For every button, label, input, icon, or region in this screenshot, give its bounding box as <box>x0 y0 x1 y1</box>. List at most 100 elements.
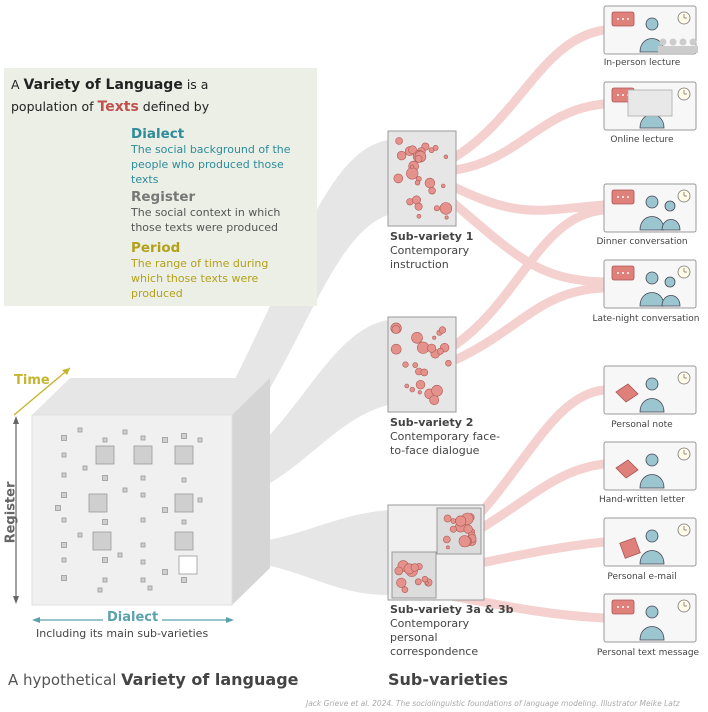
text-square <box>61 435 67 441</box>
register-frames <box>603 5 698 643</box>
text-dot <box>458 535 471 548</box>
text-square <box>95 445 115 465</box>
text-square <box>140 475 146 481</box>
text-dot <box>449 525 457 533</box>
subvariety-1-desc: Contemporary instruction <box>390 244 470 271</box>
text-dot <box>410 164 415 169</box>
text-square <box>181 577 187 583</box>
text-dot <box>404 383 410 389</box>
email-icon <box>619 537 641 559</box>
text-dot <box>442 535 451 544</box>
text-square <box>140 435 146 441</box>
subvariety-text-dots <box>390 137 477 594</box>
text-dot <box>406 167 419 180</box>
register-icon-frame <box>603 183 697 233</box>
text-dot <box>445 360 452 367</box>
text-dot <box>445 545 450 550</box>
register-icon-frame <box>603 259 697 309</box>
subvariety-2-title: Sub-variety 2 <box>390 416 474 429</box>
intro-word: A <box>11 77 20 92</box>
subvariety-2-desc: Contemporary face-to-face dialogue <box>390 430 501 457</box>
dialect-description: The social background of the people who … <box>131 143 291 186</box>
text-dot <box>441 183 446 189</box>
text-square <box>122 487 128 493</box>
text-square <box>147 585 153 591</box>
period-description: The range of time during which those tex… <box>131 257 269 300</box>
text-square <box>77 532 83 538</box>
text-dot <box>443 514 452 523</box>
text-dot <box>401 586 409 594</box>
text-square <box>174 493 194 513</box>
text-square <box>140 559 146 565</box>
register-icon-frame <box>603 441 697 491</box>
text-square <box>162 437 168 443</box>
text-dot <box>450 518 457 524</box>
text-dot <box>455 515 467 527</box>
text-square <box>92 531 112 551</box>
credit-line: Jack Grieve et al. 2024. The sociolingui… <box>306 699 680 708</box>
register-icon-frame <box>603 81 697 131</box>
text-dot <box>409 386 415 393</box>
text-dot <box>408 145 417 154</box>
text-square <box>162 507 168 513</box>
text-square <box>140 517 146 523</box>
text-dot <box>395 137 403 145</box>
footer-left-prefix: A hypothetical <box>8 671 117 689</box>
subvariety-3-desc: Contemporary personal correspondence <box>390 617 479 658</box>
text-dot <box>414 578 422 586</box>
register-title: Register <box>131 189 196 205</box>
intro-word: defined by <box>142 99 210 114</box>
register-description: The social context in which those texts … <box>131 206 281 234</box>
text-dot <box>438 326 447 334</box>
register-icon-frame <box>603 593 697 643</box>
text-square <box>61 575 67 581</box>
period-title: Period <box>131 240 181 256</box>
text-dot <box>432 144 439 151</box>
paper-icon <box>615 459 639 479</box>
text-dot <box>396 577 407 588</box>
definition-box <box>4 68 317 306</box>
dialect-title: Dialect <box>131 126 185 142</box>
footer-left: A hypothetical Variety of language <box>8 670 299 689</box>
text-square <box>55 505 61 511</box>
time-arrow-head <box>62 368 70 375</box>
text-dot <box>412 362 419 368</box>
text-square <box>102 557 108 563</box>
text-square <box>140 492 146 498</box>
variety-term: Variety of Language <box>23 77 183 93</box>
text-square <box>140 542 146 548</box>
text-dot <box>428 187 436 195</box>
text-dot <box>414 202 423 211</box>
paper-icon <box>615 383 639 403</box>
footer-left-bold: Variety of language <box>121 670 299 689</box>
text-dot <box>393 173 404 184</box>
text-square <box>197 437 203 443</box>
text-square <box>82 465 88 471</box>
text-dot <box>439 202 453 215</box>
text-dot <box>444 215 449 220</box>
register-caption: In-person lecture <box>603 58 681 68</box>
text-dot <box>414 180 421 186</box>
footer-right-title: Sub-varieties <box>388 670 508 689</box>
register-caption: Online lecture <box>610 135 674 145</box>
text-dot <box>411 331 423 344</box>
text-dot <box>396 150 407 161</box>
text-square <box>61 542 67 548</box>
register-caption: Personal text message <box>596 648 700 658</box>
text-dot <box>421 575 429 583</box>
texts-term: Texts <box>97 99 139 115</box>
text-square <box>102 475 108 481</box>
text-dot <box>416 214 422 219</box>
text-dot <box>433 205 440 212</box>
intro-word: population of <box>11 99 94 114</box>
text-dot <box>443 154 449 160</box>
text-dot <box>436 347 444 355</box>
text-square <box>77 427 83 433</box>
text-square <box>61 557 67 563</box>
text-square <box>102 437 108 443</box>
text-dot <box>390 343 402 355</box>
text-square <box>61 452 67 458</box>
register-caption: Dinner conversation <box>596 237 688 247</box>
text-square <box>117 552 123 558</box>
text-dot <box>424 177 436 189</box>
